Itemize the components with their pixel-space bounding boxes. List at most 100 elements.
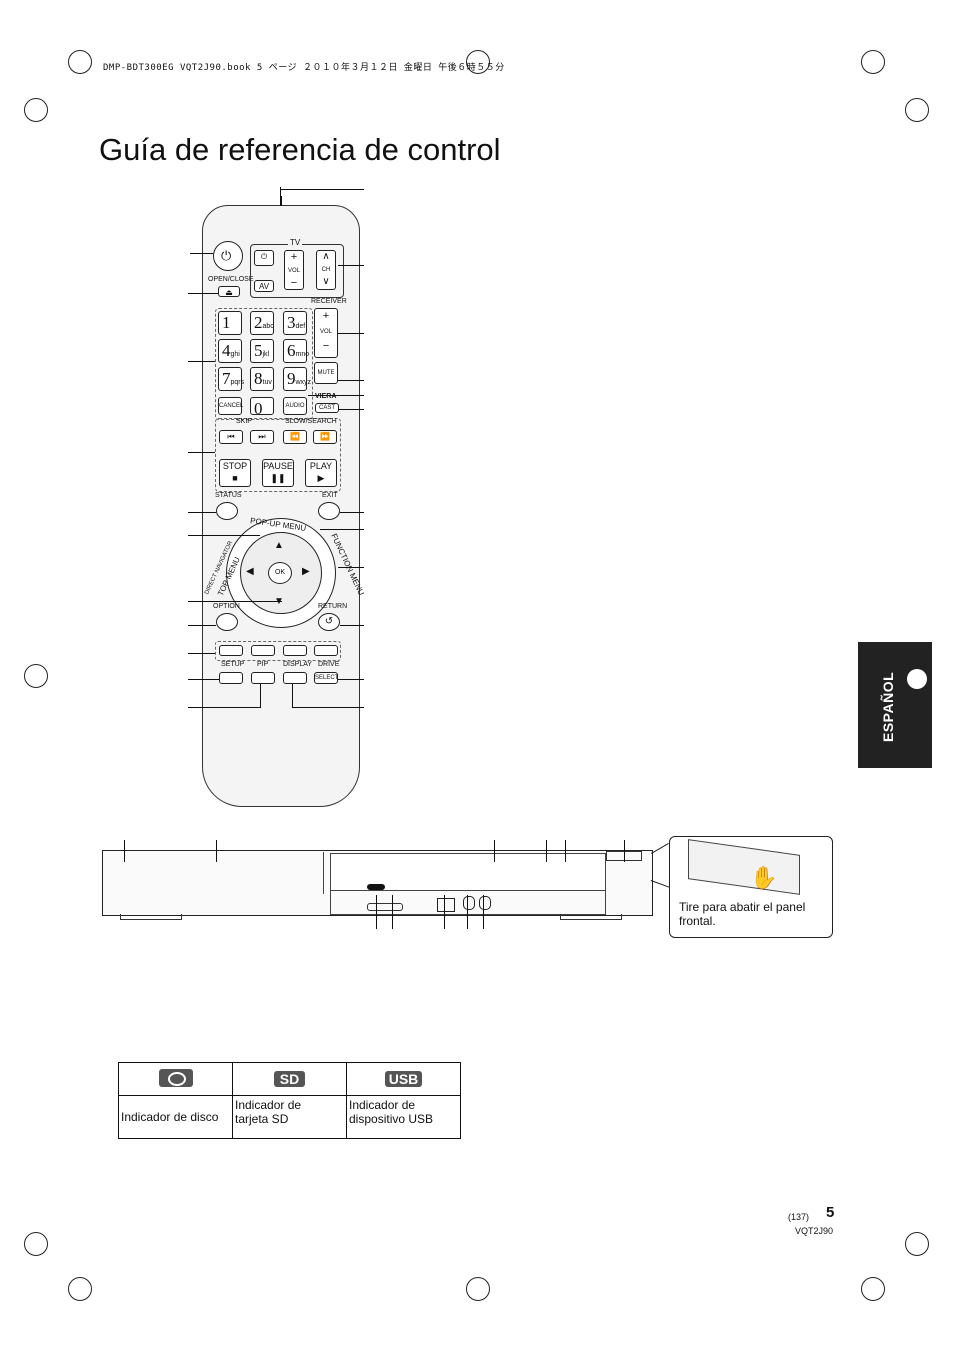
exit-label: EXIT — [322, 492, 338, 499]
inset-caption: Tire para abatir el panel — [679, 900, 806, 914]
callout-leader — [376, 895, 377, 929]
number-key-4[interactable]: 4ghi — [218, 339, 242, 363]
sd-indicator-cell: SD — [232, 1062, 347, 1096]
number-key-1[interactable]: 1 — [218, 311, 242, 335]
setup-button[interactable] — [219, 672, 243, 684]
fast-forward-button[interactable]: ⏩ — [313, 430, 337, 444]
power-button[interactable]: ⏻ — [213, 241, 243, 271]
callout-leader — [188, 625, 216, 626]
callout-leader — [188, 601, 282, 602]
disc-indicator-label: Indicador de disco — [118, 1095, 233, 1139]
mute-button[interactable]: MUTE — [314, 362, 338, 384]
display-button[interactable] — [283, 672, 307, 684]
green-button[interactable] — [251, 645, 275, 656]
stop-button[interactable]: STOP■ — [219, 459, 251, 487]
yellow-button[interactable] — [283, 645, 307, 656]
usb-icon: USB — [384, 1071, 423, 1087]
status-button[interactable] — [216, 502, 238, 520]
inset-pointer — [650, 880, 670, 888]
key-number: 9 — [287, 369, 296, 388]
page-number: 5 — [826, 1204, 835, 1221]
page-header: DMP-BDT300EG VQT2J90.book 5 ページ ２０１０年３月１… — [103, 63, 505, 73]
skip-back-button[interactable]: ⏮ — [219, 430, 243, 444]
exit-button[interactable] — [318, 502, 340, 520]
callout-leader — [338, 409, 364, 410]
pip-button[interactable] — [251, 672, 275, 684]
key-letters: wxyz — [295, 379, 312, 386]
registration-mark-icon — [905, 98, 929, 122]
option-button[interactable] — [216, 613, 238, 631]
blue-button[interactable] — [314, 645, 338, 656]
number-key-5[interactable]: 5jkl — [250, 339, 274, 363]
tv-channel-button[interactable]: ∧CH∨ — [316, 250, 336, 290]
key-number: 0 — [254, 399, 263, 418]
pip-label: PIP — [257, 661, 269, 668]
sd-led — [367, 884, 385, 890]
cancel-button[interactable]: CANCEL — [218, 397, 243, 415]
page-reference: (137) — [788, 1212, 810, 1222]
stop-label: STOP — [222, 461, 248, 471]
tv-label: TV — [288, 238, 303, 247]
callout-leader — [188, 512, 216, 513]
callout-leader — [494, 840, 495, 862]
power-icon: ⏻ — [221, 248, 232, 263]
number-key-0[interactable]: 0 — [250, 397, 274, 418]
callout-leader — [483, 895, 484, 929]
viera-cast-button[interactable]: CAST — [315, 403, 339, 413]
number-key-6[interactable]: 6mno — [283, 339, 310, 363]
key-letters: pqrs — [230, 379, 245, 386]
callout-leader — [340, 512, 364, 513]
unit-foot-left — [120, 914, 182, 920]
callout-leader — [338, 333, 364, 334]
pause-button[interactable]: PAUSE❚❚ — [262, 459, 294, 487]
direction-pad[interactable] — [240, 532, 322, 614]
skip-forward-button[interactable]: ⏭ — [250, 430, 274, 444]
display-label: DISPLAY — [283, 661, 313, 668]
callout-leader — [188, 361, 215, 362]
usb-port — [437, 898, 455, 912]
callout-leader — [308, 395, 364, 396]
key-letters: tuv — [262, 379, 272, 386]
disc-indicator-cell — [118, 1062, 233, 1096]
sd-icon: SD — [273, 1071, 306, 1087]
open-close-label: OPEN/CLOSE — [208, 276, 254, 283]
red-button[interactable] — [219, 645, 243, 656]
key-number: 6 — [287, 341, 296, 360]
callout-leader — [292, 707, 364, 708]
language-tab-label: ESPAÑOL — [880, 671, 896, 742]
select-button[interactable]: SELECT — [314, 672, 338, 684]
sd-card-slot — [367, 903, 403, 911]
number-key-7[interactable]: 7pqrs — [218, 367, 245, 391]
play-button[interactable]: PLAY▶ — [305, 459, 337, 487]
registration-mark-icon — [861, 1277, 885, 1301]
key-letters: mno — [295, 351, 310, 358]
callout-leader — [190, 253, 213, 254]
registration-mark-icon — [24, 98, 48, 122]
registration-mark-icon — [861, 50, 885, 74]
tv-power-button[interactable]: ⏻ — [254, 250, 274, 266]
setup-label: SETUP — [221, 661, 245, 668]
disc-icon — [158, 1068, 193, 1087]
number-key-2[interactable]: 2abc — [250, 311, 274, 335]
number-key-9[interactable]: 9wxyz — [283, 367, 311, 391]
receiver-volume-button[interactable]: +VOL− — [314, 308, 338, 358]
drive-label: DRIVE — [318, 661, 340, 668]
play-key — [479, 896, 491, 910]
return-button[interactable]: ↺ — [318, 613, 340, 631]
up-arrow-icon: ▲ — [274, 540, 284, 551]
ok-label: OK — [274, 569, 286, 576]
right-arrow-icon: ▶ — [302, 566, 310, 577]
callout-leader — [338, 679, 364, 680]
registration-mark-icon — [907, 669, 927, 689]
ok-button[interactable]: OK — [268, 562, 292, 584]
rewind-button[interactable]: ⏪ — [283, 430, 307, 444]
key-letters: def — [295, 323, 306, 330]
av-button[interactable]: AV — [254, 280, 274, 292]
number-key-3[interactable]: 3def — [283, 311, 307, 335]
audio-button[interactable]: AUDIO — [283, 397, 307, 415]
tv-volume-button[interactable]: +VOL− — [284, 250, 304, 290]
number-key-8[interactable]: 8tuv — [250, 367, 274, 391]
open-close-button[interactable]: ⏏ — [218, 286, 240, 297]
